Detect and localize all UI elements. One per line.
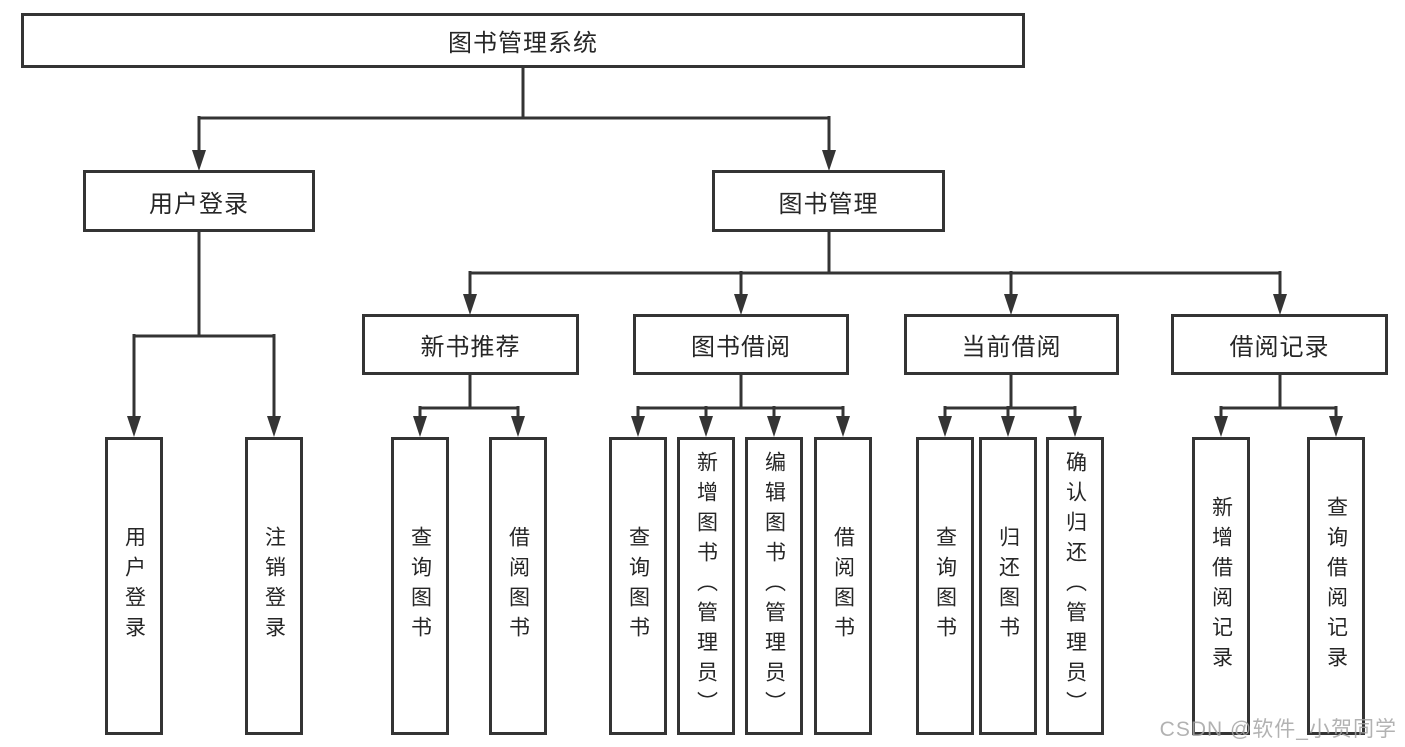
arrow-down-icon <box>1001 416 1015 437</box>
node-user-login: 用户登录 <box>83 170 315 232</box>
node-label: 编辑图书（管理员） <box>762 451 786 721</box>
arrow-down-icon <box>413 416 427 437</box>
arrow-down-icon <box>1068 416 1082 437</box>
connector-book-management-to-sections <box>463 232 1287 315</box>
watermark-text: CSDN @软件_小贺同学 <box>1159 718 1397 741</box>
leaf-bb-add-book-admin: 新增图书（管理员） <box>677 437 735 735</box>
leaf-nb-query-books: 查询图书 <box>391 437 449 735</box>
arrow-down-icon <box>734 294 748 315</box>
arrow-down-icon <box>511 416 525 437</box>
node-current-borrowing: 当前借阅 <box>904 314 1119 375</box>
leaf-user-login: 用户登录 <box>105 437 163 735</box>
node-label: 用户登录 <box>122 526 146 646</box>
leaf-bb-edit-book-admin: 编辑图书（管理员） <box>745 437 803 735</box>
arrow-down-icon <box>127 416 141 437</box>
arrow-down-icon <box>767 416 781 437</box>
leaf-logout: 注销登录 <box>245 437 303 735</box>
arrow-down-icon <box>699 416 713 437</box>
connector-user-login-to-leaves <box>127 232 281 437</box>
node-label: 归还图书 <box>996 526 1020 646</box>
arrow-down-icon <box>938 416 952 437</box>
node-new-book-recommendation: 新书推荐 <box>362 314 579 375</box>
arrow-down-icon <box>463 294 477 315</box>
node-label: 查询借阅记录 <box>1324 496 1348 676</box>
node-label: 查询图书 <box>933 526 957 646</box>
arrow-down-icon <box>822 150 836 171</box>
node-label: 新增图书（管理员） <box>694 451 718 721</box>
arrow-down-icon <box>1004 294 1018 315</box>
arrow-down-icon <box>836 416 850 437</box>
connector-book-borrow-to-leaves <box>631 375 850 437</box>
arrow-down-icon <box>192 150 206 171</box>
node-label: 图书管理系统 <box>448 30 598 57</box>
arrow-down-icon <box>1214 416 1228 437</box>
leaf-bb-borrow-books: 借阅图书 <box>814 437 872 735</box>
node-label: 借阅图书 <box>831 526 855 646</box>
leaf-br-add-borrow-record: 新增借阅记录 <box>1192 437 1250 735</box>
node-label: 查询图书 <box>408 526 432 646</box>
node-label: 图书借阅 <box>691 334 791 361</box>
arrow-down-icon <box>267 416 281 437</box>
node-borrowing-records: 借阅记录 <box>1171 314 1388 375</box>
node-label: 新书推荐 <box>420 334 521 361</box>
connector-records-to-leaves <box>1214 375 1343 437</box>
leaf-cb-confirm-return-admin: 确认归还（管理员） <box>1046 437 1104 735</box>
arrow-down-icon <box>1329 416 1343 437</box>
node-label: 新增借阅记录 <box>1209 496 1233 676</box>
arrow-down-icon <box>1273 294 1287 315</box>
connector-root-to-level2 <box>192 68 836 171</box>
node-book-management: 图书管理 <box>712 170 945 232</box>
node-label: 确认归还（管理员） <box>1063 451 1087 721</box>
node-book-borrowing: 图书借阅 <box>633 314 849 375</box>
node-label: 图书管理 <box>778 190 879 218</box>
node-label: 借阅图书 <box>506 526 530 646</box>
arrow-down-icon <box>631 416 645 437</box>
leaf-nb-borrow-books: 借阅图书 <box>489 437 547 735</box>
leaf-cb-return-book: 归还图书 <box>979 437 1037 735</box>
node-label: 查询图书 <box>626 526 650 646</box>
connector-current-borrow-to-leaves <box>938 375 1082 437</box>
leaf-br-query-borrow-record: 查询借阅记录 <box>1307 437 1365 735</box>
node-library-system: 图书管理系统 <box>21 13 1025 68</box>
node-label: 注销登录 <box>262 526 286 646</box>
node-label: 用户登录 <box>149 190 249 218</box>
leaf-cb-query-books: 查询图书 <box>916 437 974 735</box>
leaf-bb-query-books: 查询图书 <box>609 437 667 735</box>
connector-new-book-to-leaves <box>413 375 525 437</box>
node-label: 当前借阅 <box>961 334 1062 361</box>
node-label: 借阅记录 <box>1229 334 1330 361</box>
